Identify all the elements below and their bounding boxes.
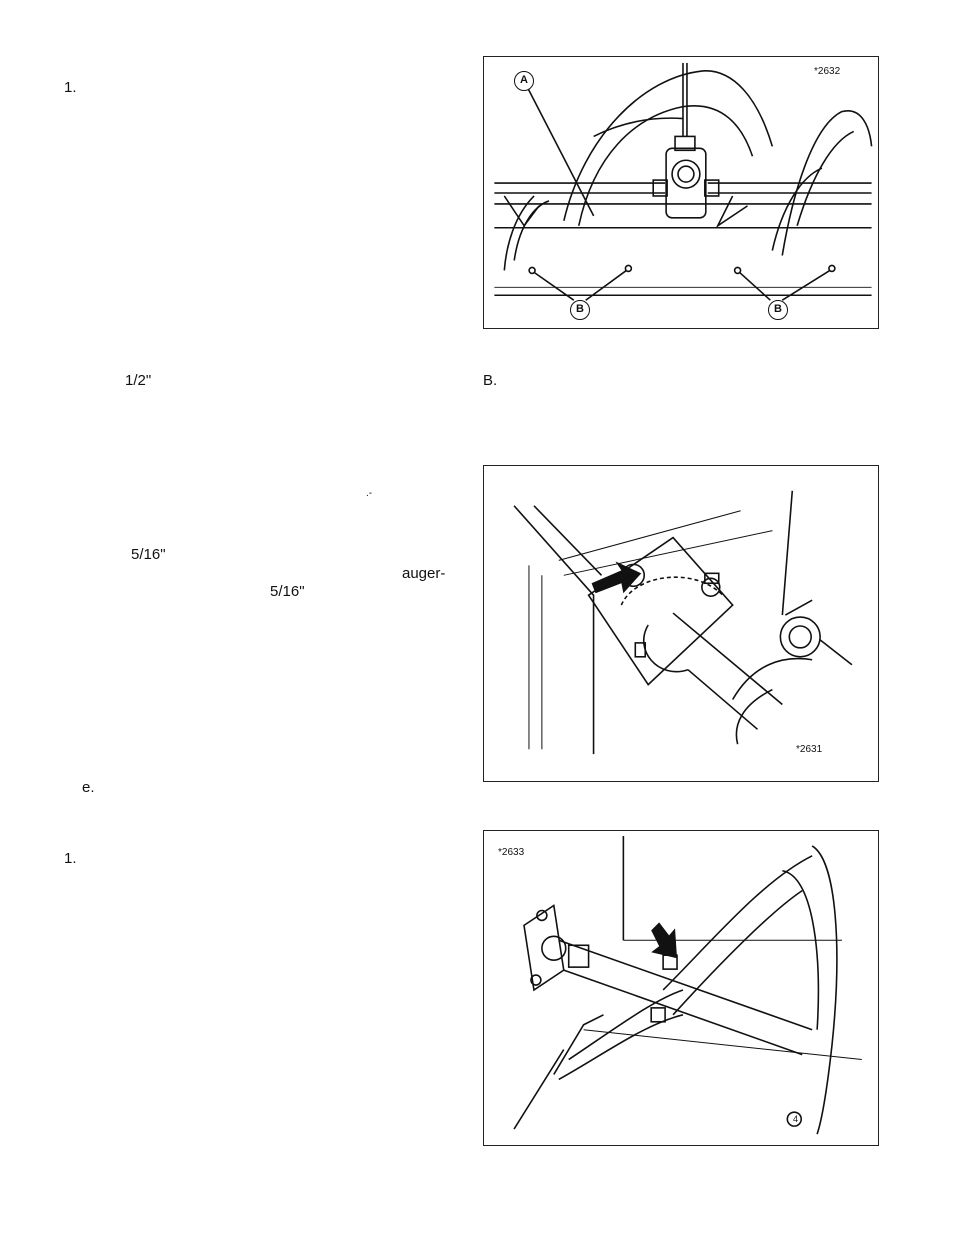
figure-auger-center-bearing: *2632 A B B bbox=[483, 56, 879, 329]
stray-mark: .- bbox=[366, 488, 373, 499]
figure-auger-shaft: *2633 4 bbox=[483, 830, 879, 1146]
figure-id-2633: *2633 bbox=[498, 847, 525, 858]
auger-bearing-illustration bbox=[494, 62, 873, 301]
step-number-1-bottom: 1. bbox=[64, 850, 77, 867]
figure-id-2632: *2632 bbox=[814, 66, 841, 77]
auger-shaft-illustration bbox=[513, 835, 862, 1135]
figure-callout-4: 4 bbox=[793, 1114, 799, 1124]
callout-b-right: B bbox=[768, 300, 788, 320]
measurement-half-inch: 1/2" bbox=[125, 372, 152, 389]
measurement-five-sixteenths-a: 5/16" bbox=[131, 546, 166, 563]
figure-caption-b: B. bbox=[483, 372, 498, 389]
bearing-flange-illustration bbox=[513, 490, 853, 755]
figure-bearing-flange: *2631 bbox=[483, 465, 879, 782]
step-letter-e: e. bbox=[82, 779, 95, 796]
figure-id-2631: *2631 bbox=[796, 744, 823, 755]
callout-b-left: B bbox=[570, 300, 590, 320]
callout-a: A bbox=[514, 71, 534, 91]
word-auger: auger- bbox=[402, 565, 446, 582]
step-number-1-top: 1. bbox=[64, 79, 77, 96]
measurement-five-sixteenths-b: 5/16" bbox=[270, 583, 305, 600]
